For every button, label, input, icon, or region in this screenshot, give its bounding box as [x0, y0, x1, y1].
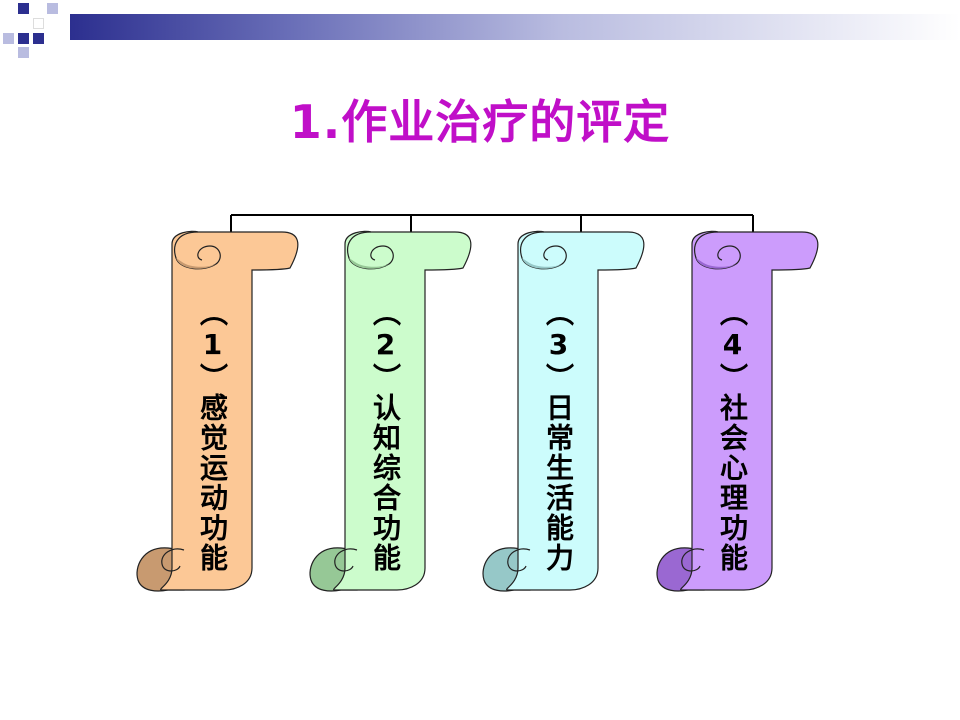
scroll-bottom-roll [334, 548, 358, 572]
scroll-label: （2）认知综合功能 [369, 298, 402, 573]
scroll-label: （3）日常生活能力 [542, 298, 575, 573]
scroll-shape [309, 230, 472, 592]
page-title: 1.作业治疗的评定 [289, 95, 671, 149]
deco-square [18, 33, 29, 44]
deco-square [33, 18, 44, 29]
scroll-label: （4）社会心理功能 [716, 298, 749, 573]
deco-square [33, 33, 44, 44]
scroll-bottom-roll [161, 548, 185, 572]
scroll-top-shadow [522, 258, 562, 269]
scroll-shape [482, 230, 645, 592]
scroll-item-4: （4）社会心理功能 [652, 228, 830, 594]
scroll-label: （1）感觉运动功能 [196, 298, 229, 573]
scroll-top-shadow [696, 258, 736, 269]
deco-square [47, 3, 58, 14]
scroll-item-2: （2）认知综合功能 [305, 228, 483, 594]
scroll-bottom-roll [681, 548, 705, 572]
scroll-item-1: （1）感觉运动功能 [132, 228, 310, 594]
scroll-top-shadow [176, 258, 216, 269]
scroll-item-3: （3）日常生活能力 [478, 228, 656, 594]
scroll-top-shadow [349, 258, 389, 269]
deco-square [3, 33, 14, 44]
scroll-shape [136, 230, 299, 592]
deco-square [18, 47, 29, 58]
corner-decoration [0, 0, 90, 60]
scroll-shape [656, 230, 819, 592]
scroll-bottom-roll [507, 548, 531, 572]
deco-square [18, 3, 29, 14]
header-band [70, 14, 960, 40]
